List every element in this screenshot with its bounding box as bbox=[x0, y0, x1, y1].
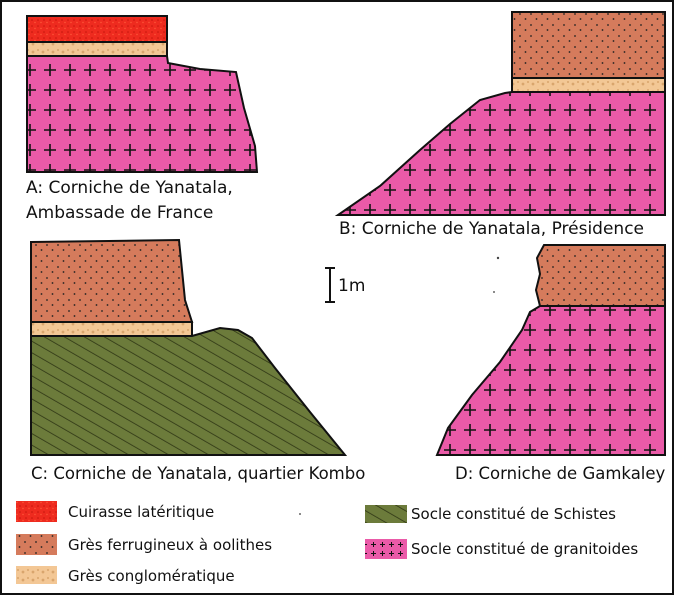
legend-label-laterite: Cuirasse latéritique bbox=[68, 503, 214, 521]
scale-label: 1m bbox=[338, 276, 365, 296]
legend-label-granite: Socle constitué de granitoides bbox=[411, 540, 638, 558]
legend-label-conglomerate: Grès conglomératique bbox=[68, 567, 235, 585]
caption-d: D: Corniche de Gamkaley bbox=[455, 464, 665, 483]
legend-swatch-granite bbox=[365, 539, 407, 559]
legend-label-schist: Socle constitué de Schistes bbox=[411, 505, 616, 523]
section-c-sandstone bbox=[31, 240, 192, 322]
section-b-sandstone bbox=[512, 12, 665, 78]
legend-label-sandstone: Grès ferrugineux à oolithes bbox=[68, 536, 272, 554]
caption-c: C: Corniche de Yanatala, quartier Kombo bbox=[31, 464, 365, 483]
caption-a-line1: A: Corniche de Yanatala, bbox=[26, 178, 233, 198]
section-b-granite bbox=[338, 92, 665, 215]
legend-swatch-laterite bbox=[16, 501, 57, 522]
section-c-conglomerate bbox=[31, 322, 192, 336]
section-b-conglomerate bbox=[512, 78, 665, 92]
section-c bbox=[31, 240, 345, 455]
section-d-granite bbox=[437, 306, 665, 455]
legend-swatch-schist bbox=[365, 505, 407, 523]
caption-a-line2: Ambassade de France bbox=[26, 203, 213, 223]
section-a-laterite bbox=[27, 16, 167, 42]
caption-b: B: Corniche de Yanatala, Présidence bbox=[339, 219, 644, 239]
section-a bbox=[27, 16, 257, 172]
legend-swatch-conglomerate bbox=[16, 566, 57, 584]
section-b bbox=[338, 12, 665, 215]
section-a-granite bbox=[27, 56, 257, 172]
section-c-schist bbox=[31, 328, 345, 455]
legend-swatch-sandstone bbox=[16, 534, 57, 555]
scale-bar bbox=[325, 268, 335, 302]
section-d bbox=[437, 245, 665, 455]
section-a-conglomerate bbox=[27, 42, 167, 56]
section-d-sandstone bbox=[536, 245, 665, 306]
